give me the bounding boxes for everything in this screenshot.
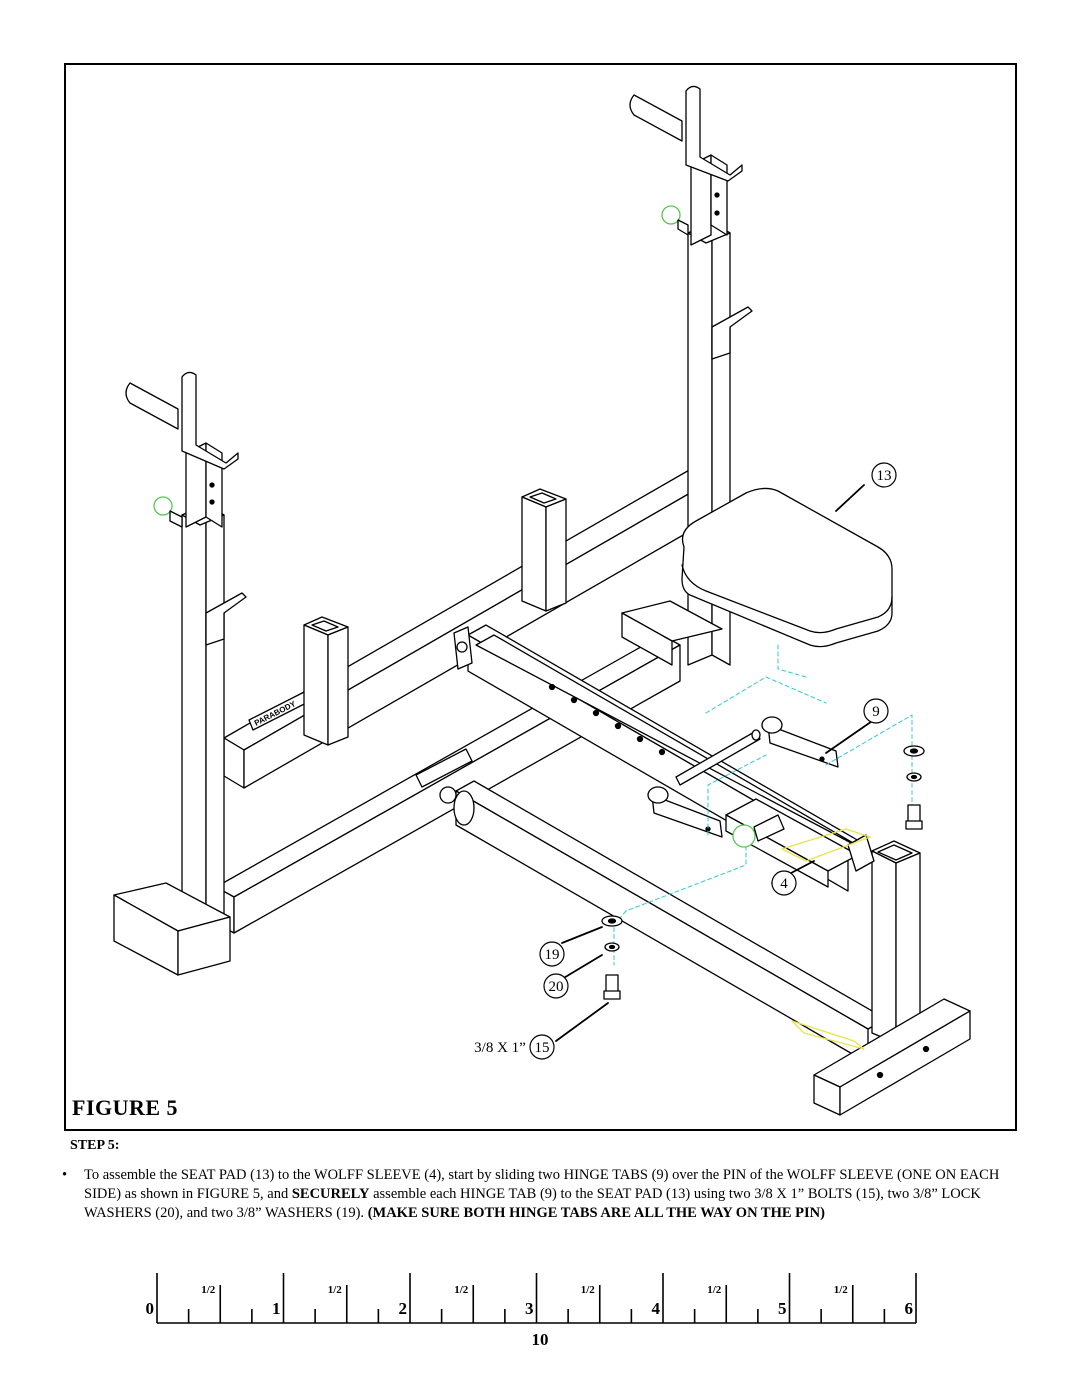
seat-pad (681, 487, 893, 648)
bench-assembly-diagram: PARABODY (113, 85, 971, 1116)
inch-ruler: 0 1/2 1 1/2 2 1/2 3 1/2 4 1/2 5 1/2 6 10 (146, 1273, 917, 1349)
callout-9: 9 (872, 704, 880, 720)
hinge-tabs (647, 716, 839, 838)
weight-post-right (521, 488, 567, 612)
ruler-half-label: 1/2 (201, 1284, 216, 1296)
figure-frame: PARABODY (64, 63, 1017, 1131)
ruler-half-label: 1/2 (581, 1284, 596, 1296)
instruction-item: • To assemble the SEAT PAD (13) to the W… (60, 1166, 1010, 1223)
ruler-inch-label: 5 (778, 1299, 787, 1318)
instruction-text-1: To assemble the SEAT PAD (13) to the WOL… (84, 1167, 1000, 1202)
figure-title: FIGURE 5 (72, 1095, 179, 1120)
bullet-icon: • (62, 1167, 68, 1183)
hardware-stack-right (903, 745, 925, 830)
instructions-list: • To assemble the SEAT PAD (13) to the W… (60, 1166, 1010, 1223)
ruler-inch-label: 4 (652, 1299, 661, 1318)
callout-15: 15 (535, 1040, 550, 1056)
ruler-inch-label: 6 (905, 1299, 914, 1318)
ruler-half-label: 1/2 (454, 1284, 469, 1296)
pop-pin-highlights (153, 205, 756, 848)
yellow-highlights (781, 828, 871, 1050)
callout-19: 19 (545, 947, 560, 963)
ruler-inch-label: 0 (146, 1299, 155, 1318)
ruler-inch-label: 2 (399, 1299, 408, 1318)
instruction-emphasis-securely: SECURELY (291, 1186, 370, 1202)
page-number: 10 (532, 1330, 549, 1349)
callout-13: 13 (877, 468, 892, 484)
ruler-half-label: 1/2 (834, 1284, 849, 1296)
bolt-size-label: 3/8 X 1” (474, 1040, 526, 1056)
ruler-half-label: 1/2 (707, 1284, 722, 1296)
ruler-inch-label: 3 (525, 1299, 534, 1318)
ruler-half-label: 1/2 (328, 1284, 343, 1296)
instruction-emphasis-note: (MAKE SURE BOTH HINGE TABS ARE ALL THE W… (367, 1205, 825, 1221)
callout-20: 20 (549, 979, 564, 995)
step-heading: STEP 5: (70, 1138, 120, 1153)
front-stand (813, 840, 971, 1116)
ruler-inch-label: 1 (272, 1299, 281, 1318)
instruction-text-2: assemble each HINGE TAB (9) to the SEAT … (84, 1186, 981, 1221)
callout-circles (529, 462, 897, 1060)
weight-post-left (303, 616, 349, 746)
hardware-stack-bottom (601, 915, 623, 1000)
callout-4: 4 (780, 876, 788, 892)
left-upright (113, 371, 247, 976)
